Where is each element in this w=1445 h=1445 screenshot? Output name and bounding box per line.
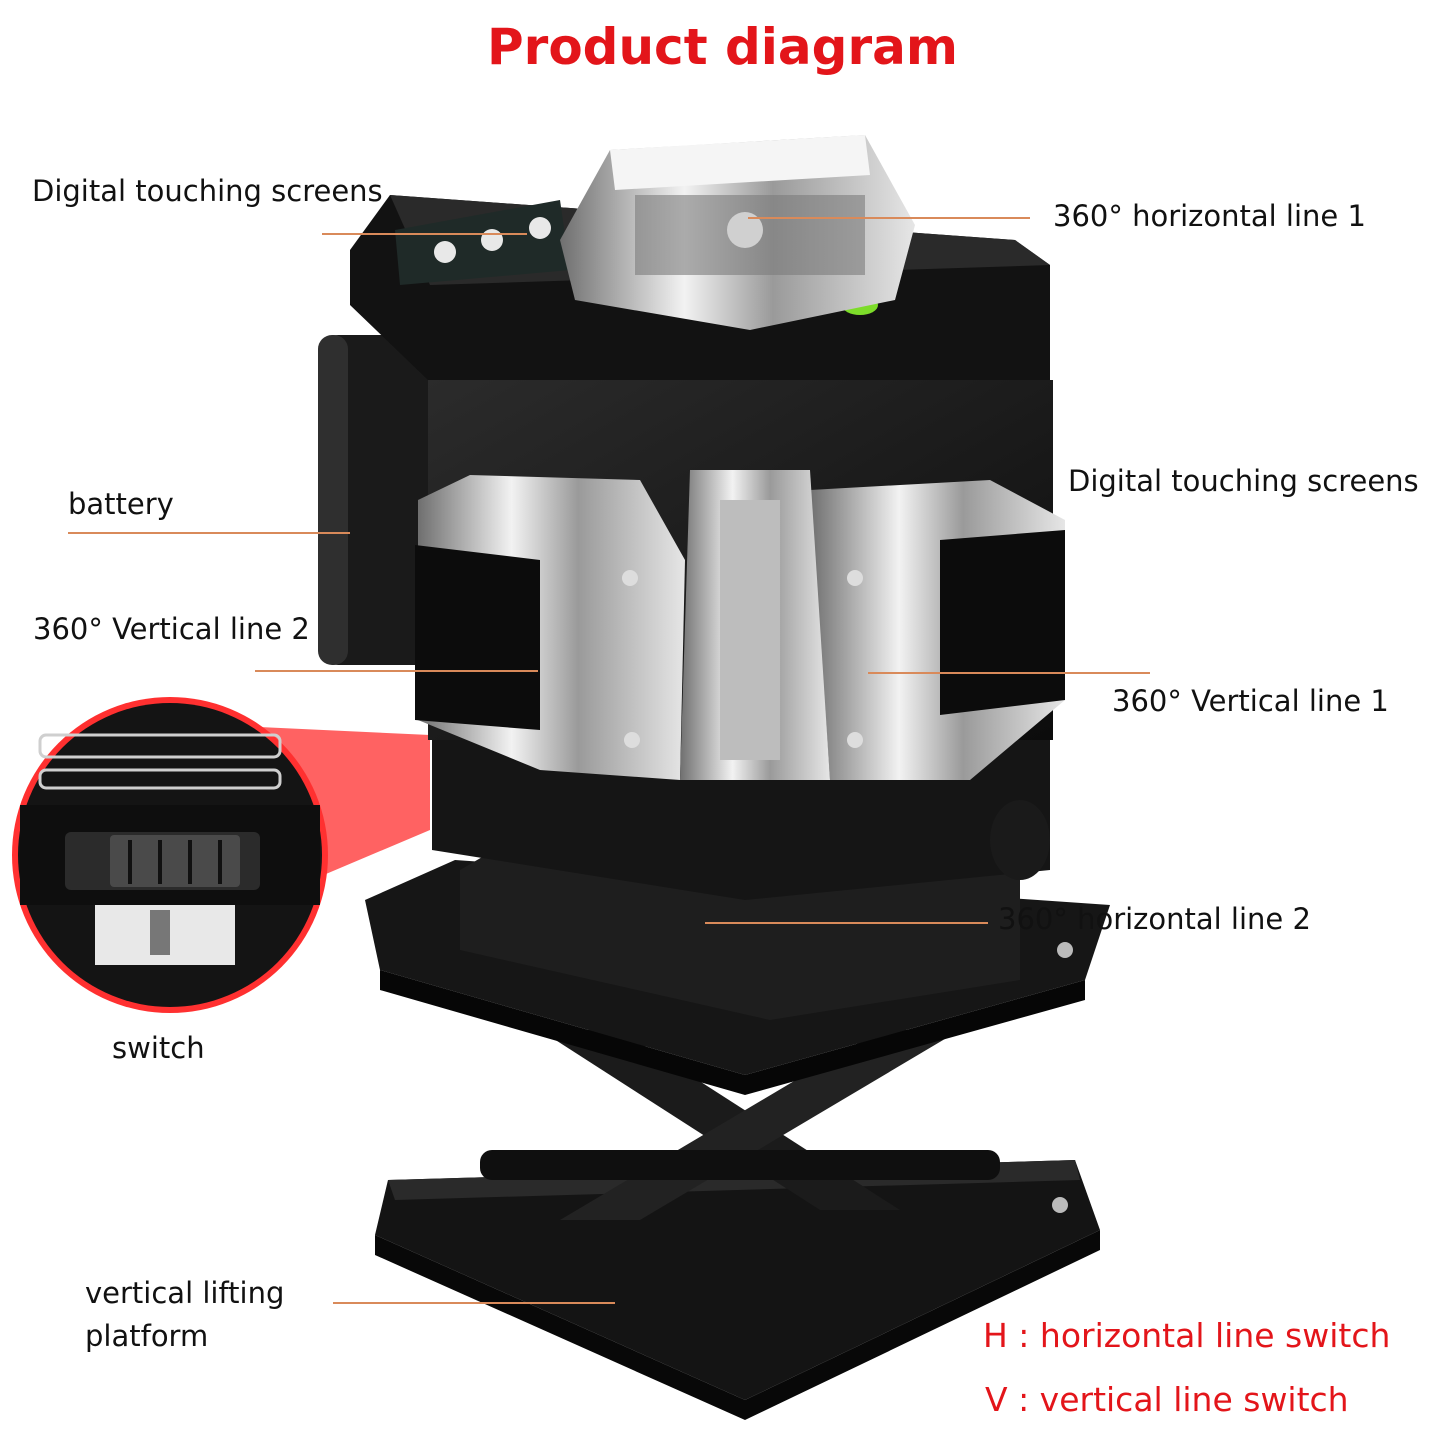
- label-h-line-2: 360° horizontal line 2: [998, 902, 1311, 936]
- leader-v-line-2: [255, 670, 538, 672]
- label-switch: switch: [112, 1031, 205, 1065]
- label-battery: battery: [68, 487, 174, 521]
- leader-h-line-1: [748, 217, 1030, 219]
- leader-lifting-platform: [333, 1302, 615, 1304]
- label-h-line-1: 360° horizontal line 1: [1053, 199, 1366, 233]
- lifting-platform: [365, 835, 1110, 1420]
- label-touch-screens-right: Digital touching screens: [1068, 464, 1419, 498]
- switch-zoom-inset: [12, 697, 328, 1013]
- leader-h-line-2: [705, 922, 988, 924]
- leader-v-line-1: [868, 672, 1150, 674]
- laser-body: [318, 135, 1065, 900]
- leader-touch-screens-top: [322, 233, 527, 235]
- label-v-line-2: 360° Vertical line 2: [33, 612, 310, 646]
- legend-v-switch: V : vertical line switch: [985, 1380, 1349, 1419]
- leader-battery: [68, 532, 350, 534]
- label-v-line-1: 360° Vertical line 1: [1112, 684, 1389, 718]
- label-lifting-platform-line2: platform: [85, 1319, 209, 1353]
- label-lifting-platform-line1: vertical lifting: [85, 1276, 285, 1310]
- legend-h-switch: H : horizontal line switch: [983, 1316, 1391, 1355]
- label-touch-screens-top: Digital touching screens: [32, 174, 383, 208]
- diagram-title: Product diagram: [487, 18, 958, 76]
